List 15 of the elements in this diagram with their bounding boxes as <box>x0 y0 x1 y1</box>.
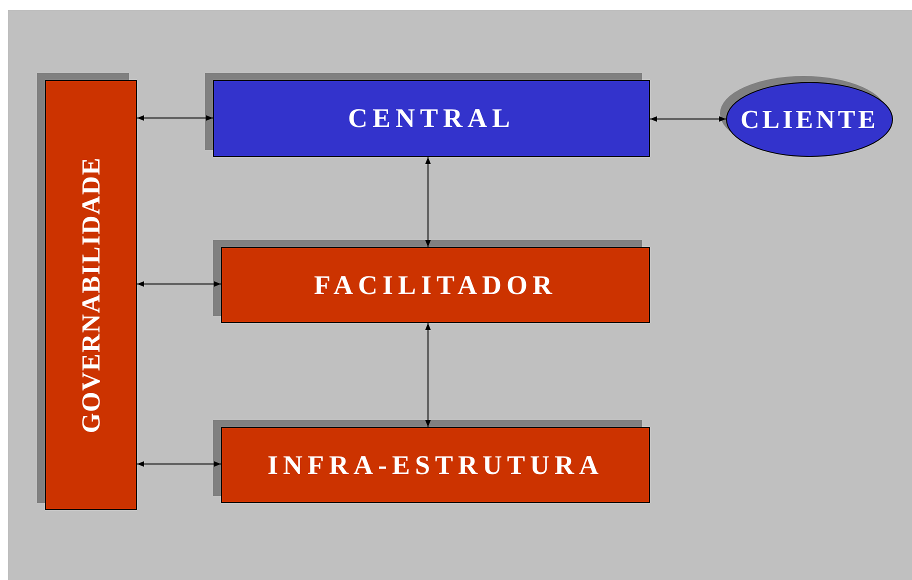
double-arrow <box>136 281 222 287</box>
double-arrow <box>425 322 431 428</box>
node-label: CLIENTE <box>740 104 879 134</box>
double-arrow <box>136 461 222 467</box>
process-box <box>221 427 650 503</box>
process-box <box>221 247 650 323</box>
double-arrow <box>650 116 726 122</box>
side-bar-box <box>45 80 137 510</box>
node-label: GOVERNABILIDADE <box>76 156 106 434</box>
process-box <box>213 80 650 157</box>
double-arrow <box>136 115 214 121</box>
node-label: INFRA-ESTRUTURA <box>267 450 604 480</box>
double-arrow <box>425 156 431 248</box>
node-label: FACILITADOR <box>314 270 557 300</box>
node-label: CENTRAL <box>348 103 516 134</box>
